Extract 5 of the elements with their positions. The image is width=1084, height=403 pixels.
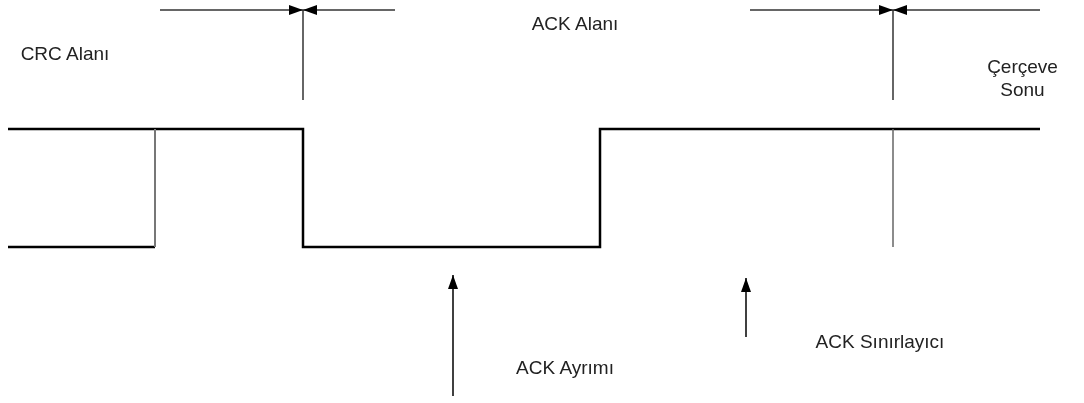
field-label: ACK Ayrımı [515,356,615,379]
field-label: ACK Alanı [530,12,620,35]
field-label: ACK Sınırlayıcı [814,330,946,353]
field-label: CRC Alanı [20,42,110,65]
field-label: Çerçeve Sonu [986,55,1059,101]
